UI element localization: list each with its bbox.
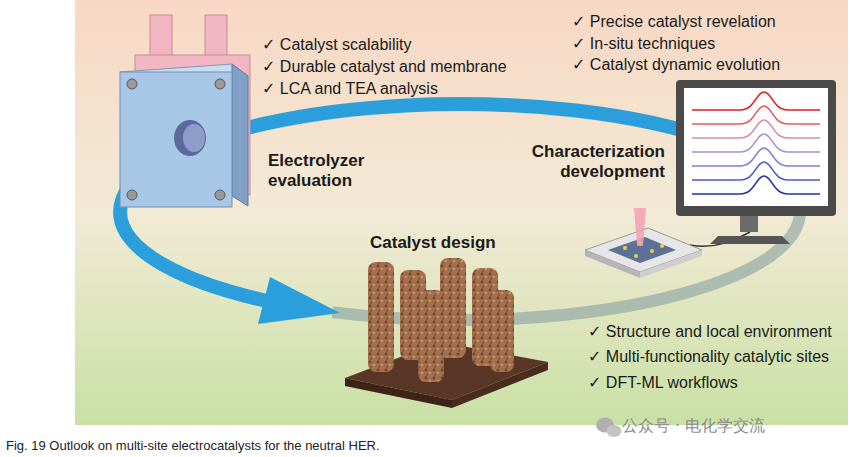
checklist-item: ✓ LCA and TEA analysis [262,79,438,99]
stage-group: Electrolyzer evaluation ✓ Catalyst scalab… [255,30,511,196]
checklist-item: ✓ Catalyst dynamic evolution [572,55,780,75]
stage-group: Catalyst design ✓ Structure and local env… [370,230,836,397]
checklist-item: ✓ DFT-ML workflows [588,373,738,393]
watermark: 公众号 · 电化学交流 [622,416,765,437]
stage-group: Characterization development ✓ Precise ca… [505,8,785,187]
electrolyzer-illustration [120,15,250,207]
stage-heading: Electrolyzer evaluation [268,151,386,192]
background-panel [75,0,848,425]
checklist-item: ✓ Multi-functionality catalytic sites [588,347,829,367]
checklist-item: ✓ In-situ techniques [572,34,715,54]
checklist-item: ✓ Durable catalyst and membrane [262,57,507,77]
checklist-item: ✓ Precise catalyst revelation [572,12,776,32]
cycle-arrowhead [258,277,340,324]
catalyst-pillars-illustration [345,258,548,408]
checklist-item: ✓ Structure and local environment [588,322,832,342]
watermark-icon [596,418,622,438]
checklist-item: ✓ Catalyst scalability [262,35,411,55]
stage-heading: Catalyst design [370,233,496,253]
stage-heading: Characterization development [505,142,665,183]
figure-caption: Fig. 19 Outlook on multi-site electrocat… [6,438,380,453]
